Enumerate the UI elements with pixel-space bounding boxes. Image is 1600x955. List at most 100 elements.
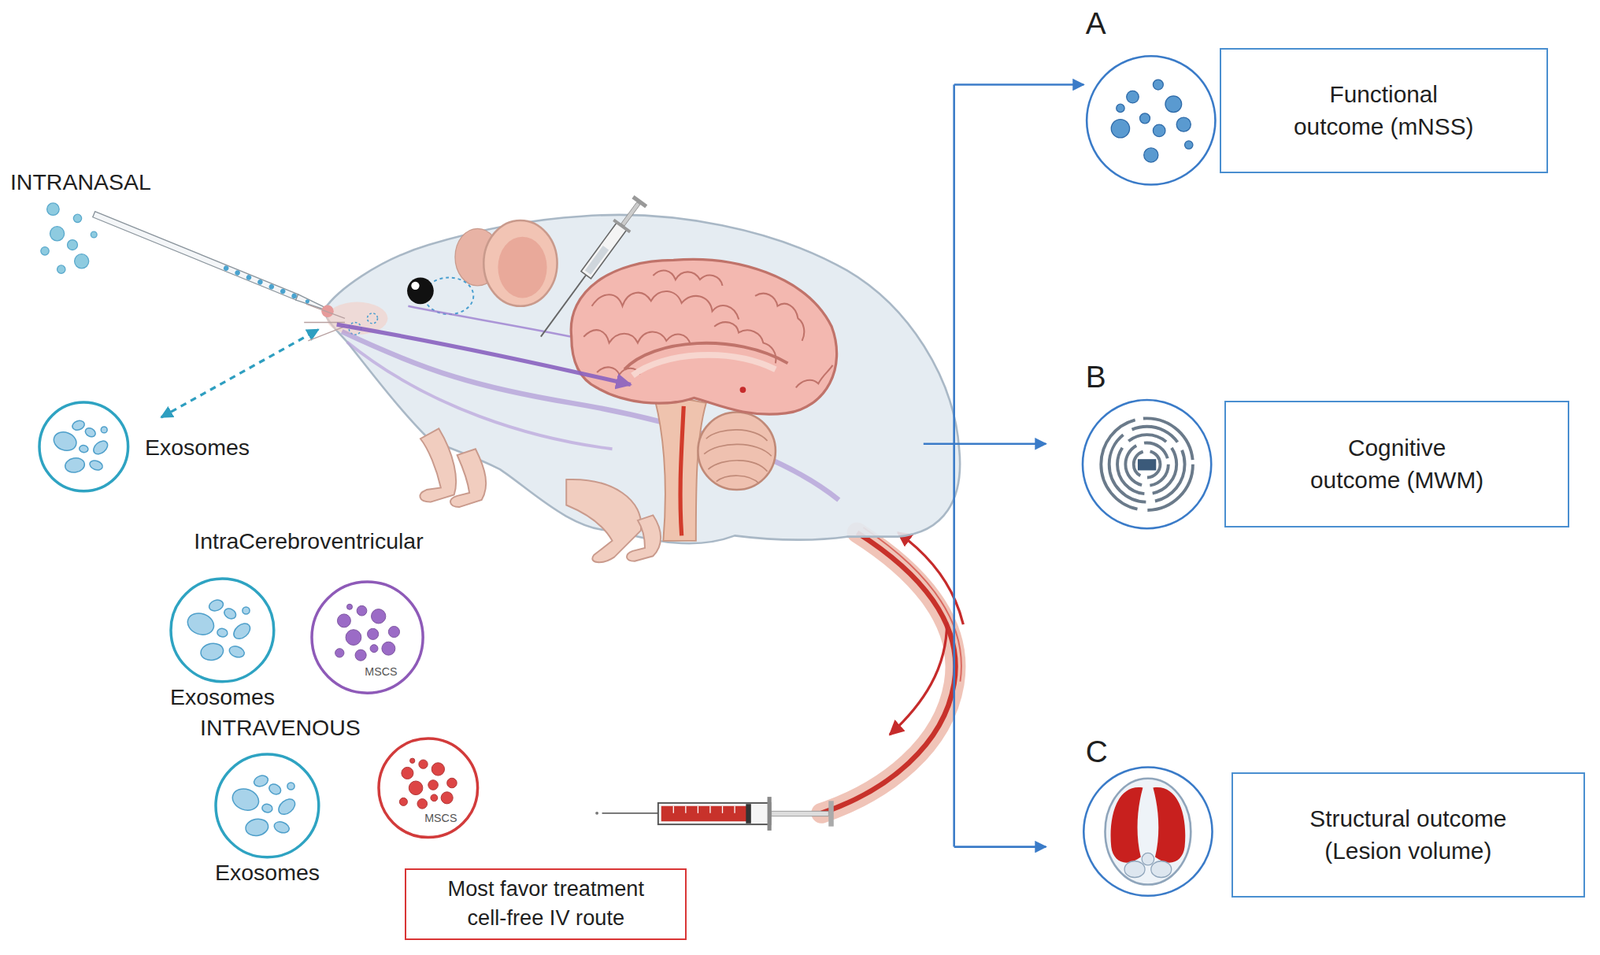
vessel — [680, 406, 684, 537]
scan-outline — [1104, 778, 1191, 886]
gyrus — [583, 329, 691, 345]
dot — [1126, 90, 1140, 104]
exosome-blob — [185, 610, 218, 639]
cell-dot — [370, 644, 378, 653]
cell-dot — [335, 648, 345, 658]
exosome-blob — [199, 642, 225, 663]
dotted-region — [367, 313, 378, 324]
needle — [602, 812, 659, 815]
plunger-cap — [631, 195, 648, 208]
pipette-tip — [296, 294, 326, 312]
pathway — [407, 306, 571, 338]
dot — [1165, 96, 1182, 113]
plunger — [621, 202, 641, 226]
eye-highlight — [411, 281, 419, 290]
folium — [707, 460, 767, 472]
droplet — [74, 254, 89, 269]
exosome-circle: Exosomes — [214, 752, 321, 860]
bead — [268, 283, 275, 290]
exosome-blob — [229, 785, 263, 815]
exosome-circle: Exosomes — [169, 577, 276, 684]
ear-inner — [497, 237, 547, 299]
needle-tip — [595, 811, 599, 815]
node-text: Most favor treatment cell-free IV route — [427, 874, 665, 933]
hind-leg — [626, 514, 661, 561]
folium — [706, 429, 768, 441]
pipette-body — [92, 211, 299, 300]
dot — [1152, 124, 1166, 138]
gyrus — [652, 270, 723, 286]
plunger-seal — [745, 803, 751, 824]
scan-cerebellum — [1151, 861, 1172, 878]
panel-letter: A — [1085, 6, 1107, 41]
exosome-blob — [244, 817, 270, 838]
exosome-blob — [252, 774, 271, 789]
exosome-blob — [63, 456, 86, 475]
maze — [1100, 418, 1193, 511]
folium — [703, 444, 772, 456]
tail — [821, 527, 963, 814]
droplet — [47, 203, 60, 216]
bead — [256, 278, 263, 286]
plunger-cap — [828, 800, 834, 826]
barrel — [658, 803, 771, 825]
note-box: Most favor treatment cell-free IV route — [404, 868, 687, 941]
mouse-body — [324, 214, 960, 544]
maze-ring — [1100, 418, 1193, 511]
circle-border — [39, 402, 129, 492]
cell-dot — [356, 606, 367, 617]
lesion — [1111, 787, 1144, 863]
route-label: INTRAVENOUS — [200, 714, 361, 741]
cell-dot — [367, 629, 379, 641]
pathway — [347, 341, 613, 449]
cerebellum — [697, 412, 775, 490]
dashed-arrow — [161, 329, 319, 418]
barrel-fill — [661, 806, 749, 822]
droplet — [50, 226, 65, 241]
cell-dot — [441, 791, 454, 804]
barrel-fill — [585, 245, 609, 275]
exosome-blob — [227, 644, 246, 660]
hind-leg — [566, 479, 641, 563]
gyrus — [592, 291, 740, 320]
gyrus — [755, 293, 804, 341]
icv-syringe — [532, 193, 649, 343]
circle-outline — [37, 400, 130, 493]
circle-border — [170, 578, 275, 682]
exosome-blob — [51, 429, 79, 454]
exosome-blob — [88, 459, 104, 472]
gyrus — [796, 365, 834, 389]
bead — [304, 298, 311, 304]
cell-dot — [447, 777, 458, 789]
tail-vein — [821, 532, 956, 813]
circle-border — [215, 754, 319, 858]
node-text: Exosomes — [214, 859, 320, 886]
whiskers — [303, 303, 345, 341]
cell-dot — [345, 629, 362, 646]
node-text: Functional outcome (mNSS) — [1288, 78, 1478, 142]
flow-arrow — [889, 622, 948, 736]
route-label: INTRANASAL — [10, 169, 152, 196]
droplets — [40, 203, 97, 274]
gyri — [583, 270, 833, 389]
functional-icon — [1086, 55, 1215, 185]
icon-circle — [1083, 767, 1212, 897]
panel-letter: B — [1085, 359, 1107, 395]
bracket-arrow — [954, 83, 1085, 86]
cell-dot — [381, 642, 396, 656]
exosome-blob — [275, 796, 298, 818]
cell-dot — [428, 779, 439, 790]
pathway-arrow — [337, 324, 631, 385]
node-text: Exosomes — [170, 684, 275, 711]
circle-outline — [214, 752, 321, 860]
cell-dot — [388, 626, 400, 638]
brainstem — [652, 392, 706, 541]
msc-circle: MSCS — [377, 737, 480, 840]
corpus-callosum — [632, 355, 775, 376]
tail-skin — [821, 532, 956, 813]
cell-dot — [418, 759, 428, 769]
barrel — [581, 222, 627, 279]
